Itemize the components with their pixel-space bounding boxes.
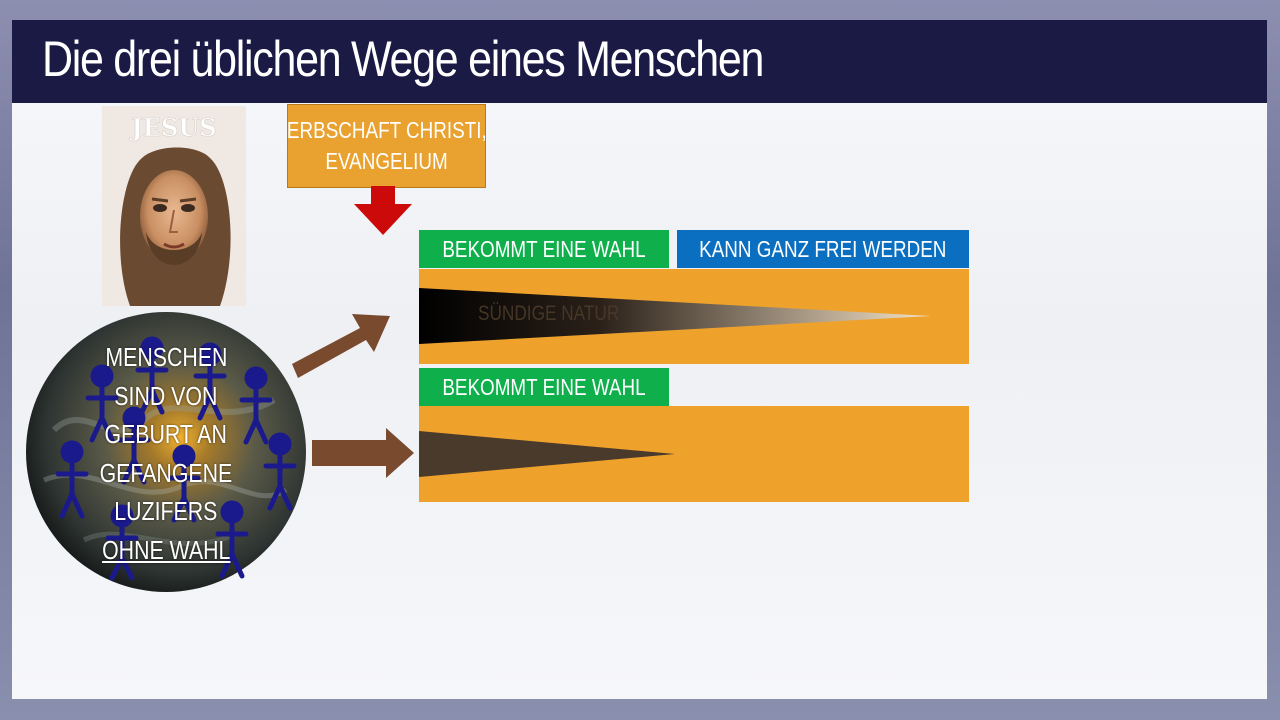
gospel-line-1: ERBSCHAFT CHRISTI,	[286, 117, 487, 143]
slide-title: Die drei üblichen Wege eines Menschen	[42, 31, 764, 87]
path1-choice-label: BEKOMMT EINE WAHL	[442, 235, 646, 262]
path1-freedom-label-box: KANN GANZ FREI WERDEN	[677, 230, 969, 268]
path1-sin-label: SÜNDIGE NATUR	[478, 302, 620, 325]
globe-line-5: LUZIFERS	[114, 496, 218, 526]
path1-sin-wedge	[419, 288, 931, 344]
person-figure-9	[105, 504, 139, 581]
person-figure-1	[85, 364, 119, 443]
globe-line-4: GEFANGENE	[99, 457, 233, 488]
person-figure-10	[215, 500, 249, 579]
person-figure-8	[167, 444, 201, 523]
person-figure-6	[117, 406, 151, 485]
path1-sin-label-wrap: SÜNDIGE NATUR	[478, 302, 650, 326]
path2-choice-label-box: BEKOMMT EINE WAHL	[419, 368, 669, 406]
path2-sin-wedge	[419, 431, 675, 477]
down-arrow-icon	[354, 186, 412, 235]
path1-choice-label-box: BEKOMMT EINE WAHL	[419, 230, 669, 268]
person-figure-4	[239, 366, 273, 445]
globe-line-underlined: OHNE WAHL	[102, 531, 230, 570]
globe-caption: MENSCHEN SIND VON GEBURT AN GEFANGENE LU…	[78, 338, 254, 569]
jesus-portrait: JESUS	[102, 106, 246, 306]
globe-line-3: GEBURT AN	[104, 419, 228, 449]
person-figure-3	[193, 342, 227, 421]
globe-line-1: MENSCHEN	[104, 342, 227, 372]
path2-choice-label: BEKOMMT EINE WAHL	[442, 373, 646, 400]
right-arrow-icon	[312, 428, 414, 478]
globe-underlined-text: OHNE WAHL	[101, 534, 231, 565]
earth-globe	[26, 312, 306, 592]
upper-right-arrow-icon	[292, 314, 390, 378]
portrait-caption: JESUS	[129, 113, 216, 142]
gospel-box: ERBSCHAFT CHRISTI, EVANGELIUM	[287, 104, 486, 188]
person-figure-5	[55, 440, 89, 519]
gospel-line-2: EVANGELIUM	[325, 148, 448, 174]
globe-line-2: SIND VON	[114, 380, 218, 411]
slide: Die drei üblichen Wege eines Menschen JE…	[12, 20, 1267, 699]
path1-freedom-label: KANN GANZ FREI WERDEN	[699, 235, 947, 262]
title-bar: Die drei üblichen Wege eines Menschen	[12, 20, 1267, 103]
person-figure-7	[263, 432, 297, 511]
person-figure-2	[135, 336, 169, 415]
